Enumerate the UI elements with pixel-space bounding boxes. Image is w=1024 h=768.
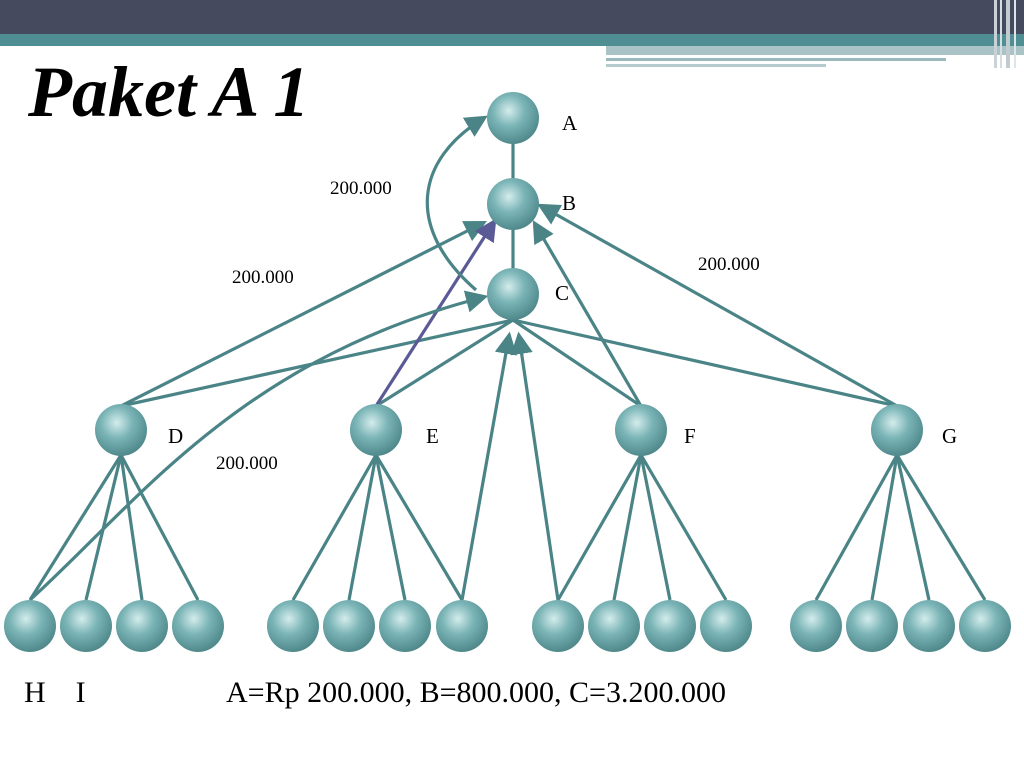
node-label-c: C bbox=[555, 281, 569, 305]
edge-d-leaf4 bbox=[119, 454, 200, 601]
leaf-node bbox=[116, 600, 168, 652]
leaf-node bbox=[323, 600, 375, 652]
summary-text: A=Rp 200.000, B=800.000, C=3.200.000 bbox=[226, 676, 726, 709]
leaf-node bbox=[790, 600, 842, 652]
edge-d-leaf3 bbox=[119, 454, 144, 601]
node-h bbox=[4, 600, 56, 652]
leaf-node bbox=[644, 600, 696, 652]
node-group bbox=[4, 92, 1011, 652]
node-f bbox=[615, 404, 667, 456]
edge-g-leaf4 bbox=[895, 454, 987, 601]
header-bar bbox=[0, 0, 1024, 68]
leaf-node bbox=[379, 600, 431, 652]
amount-label-c-a: 200.000 bbox=[330, 178, 392, 199]
node-g bbox=[871, 404, 923, 456]
node-label-e: E bbox=[426, 424, 439, 448]
leaf-node bbox=[436, 600, 488, 652]
amount-label-d-b: 200.000 bbox=[232, 267, 294, 288]
node-b bbox=[487, 178, 539, 230]
arrow-e-b bbox=[374, 218, 497, 407]
leaf-node bbox=[532, 600, 584, 652]
node-a bbox=[487, 92, 539, 144]
edge-e-leaf4 bbox=[374, 454, 464, 601]
node-label-d: D bbox=[168, 424, 183, 448]
edge-g-leaf3 bbox=[895, 454, 931, 601]
arrow-f-b bbox=[532, 220, 643, 407]
slide-title: Paket A 1 bbox=[27, 52, 309, 132]
edge-f-leaf4 bbox=[639, 454, 728, 601]
leaf-node bbox=[846, 600, 898, 652]
node-d bbox=[95, 404, 147, 456]
arrow-leaf-e4-c bbox=[460, 331, 517, 601]
edge-e-leaf3 bbox=[374, 454, 407, 601]
node-label-a: A bbox=[562, 111, 578, 135]
node-label-f: F bbox=[684, 424, 696, 448]
leaf-node bbox=[700, 600, 752, 652]
arrow-h-c bbox=[28, 290, 489, 602]
leaf-labels-hi: H I bbox=[24, 676, 86, 709]
edge-g-leaf2 bbox=[870, 454, 899, 601]
node-c bbox=[487, 268, 539, 320]
leaf-node bbox=[588, 600, 640, 652]
leaf-node bbox=[959, 600, 1011, 652]
edge-c-f bbox=[512, 318, 642, 408]
leaf-node bbox=[267, 600, 319, 652]
edge-f-leaf3 bbox=[639, 454, 672, 601]
edge-e-leaf1 bbox=[291, 454, 378, 601]
edge-f-leaf2 bbox=[612, 454, 643, 601]
edge-e-leaf2 bbox=[347, 454, 378, 601]
edge-group bbox=[28, 115, 987, 602]
edge-d-h bbox=[28, 454, 123, 601]
edge-f-leaf1 bbox=[556, 454, 643, 601]
node-e bbox=[350, 404, 402, 456]
arrow-d-b bbox=[120, 220, 487, 408]
node-i bbox=[60, 600, 112, 652]
edge-c-e bbox=[375, 318, 514, 408]
leaf-node bbox=[903, 600, 955, 652]
edge-g-leaf1 bbox=[814, 454, 899, 601]
arrow-g-b bbox=[537, 203, 898, 408]
node-label-g: G bbox=[942, 424, 957, 448]
amount-label-g-b: 200.000 bbox=[698, 254, 760, 275]
node-label-b: B bbox=[562, 191, 576, 215]
arrow-leaf-f1-c bbox=[510, 331, 560, 601]
amount-label-h-c: 200.000 bbox=[216, 453, 278, 474]
edge-c-g bbox=[512, 318, 898, 408]
leaf-node bbox=[172, 600, 224, 652]
arrow-c-a bbox=[425, 115, 488, 292]
edge-d-i bbox=[84, 454, 123, 601]
